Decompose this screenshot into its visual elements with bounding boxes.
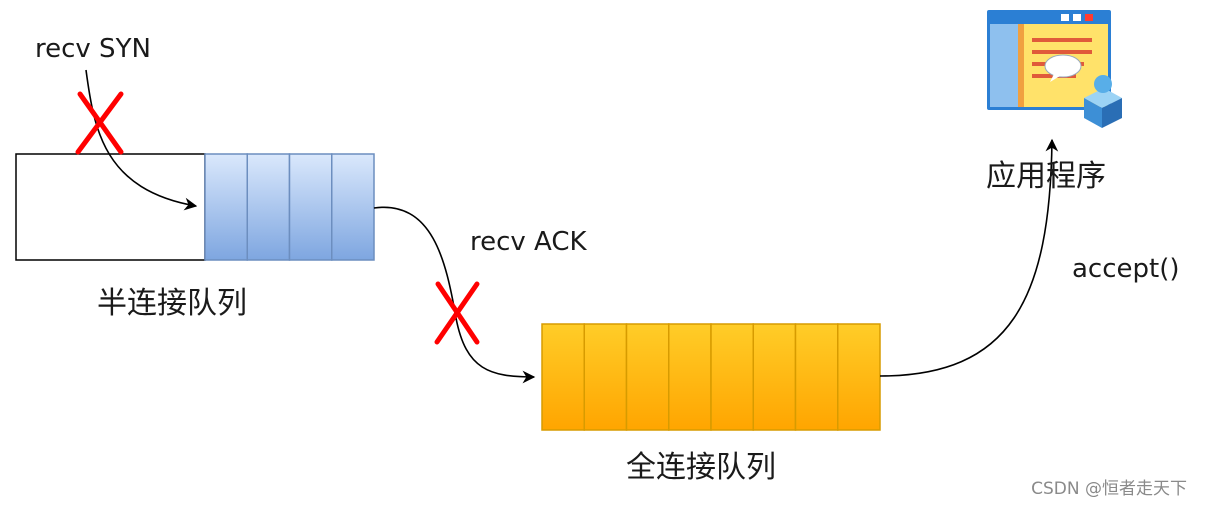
recv-ack-label: recv ACK — [470, 227, 587, 257]
full-queue-cell-5 — [710, 323, 754, 431]
half-queue-empty-area — [15, 153, 206, 261]
accept-label: accept() — [1072, 254, 1180, 284]
application-window-user-icon — [987, 10, 1122, 128]
half-queue-label: 半连接队列 — [97, 286, 247, 321]
syn-arrow — [85, 69, 198, 211]
half-queue-cells — [204, 153, 375, 261]
watermark: CSDN @恒者走天下 — [1031, 479, 1187, 499]
half-queue-cell-1 — [204, 153, 248, 261]
half-queue-cell-2 — [246, 153, 291, 261]
full-queue-cell-3 — [625, 323, 670, 431]
half-queue-cell-3 — [288, 153, 333, 261]
application-label: 应用程序 — [986, 159, 1106, 194]
accept-arrow — [879, 138, 1059, 377]
full-queue-cells — [541, 323, 881, 431]
full-queue-cell-7 — [794, 323, 839, 431]
full-queue-cell-8 — [837, 323, 881, 431]
full-queue-cell-4 — [668, 323, 712, 431]
half-queue-cell-4 — [331, 153, 375, 261]
full-queue-label: 全连接队列 — [626, 450, 776, 485]
recv-syn-label: recv SYN — [35, 34, 151, 64]
syn-drop-cross-icon — [75, 91, 124, 155]
full-queue-cell-6 — [752, 323, 797, 431]
full-queue-cell-1 — [541, 323, 585, 431]
full-queue-cell-2 — [583, 323, 628, 431]
ack-drop-cross-icon — [434, 281, 480, 345]
